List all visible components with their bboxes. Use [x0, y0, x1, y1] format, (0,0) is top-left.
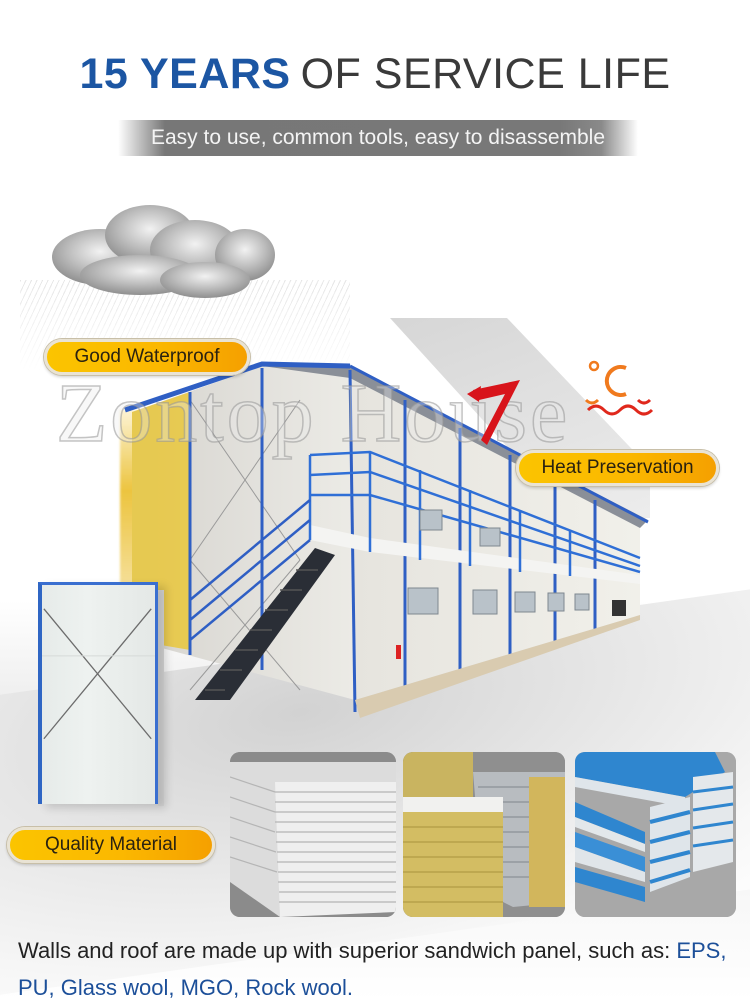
description-highlight-eps: EPS, [676, 938, 727, 963]
rockwool-panel-photo [403, 752, 565, 917]
red-arrow-icon [467, 380, 520, 445]
sandwich-panel-sample [38, 582, 158, 804]
feature-badge-waterproof: Good Waterproof [44, 339, 250, 375]
description-text: Walls and roof are made up with superior… [18, 938, 677, 963]
panel-cross-brace-icon [42, 608, 155, 740]
panel-edge [158, 590, 164, 806]
subtitle: Easy to use, common tools, easy to disas… [150, 126, 606, 149]
subtitle-bar [118, 120, 638, 156]
roof-panel-photo [575, 752, 736, 917]
description-highlight-materials: PU, Glass wool, MGO, Rock wool. [18, 975, 353, 1000]
feature-badge-heat-preservation: Heat Preservation [516, 450, 719, 486]
title-bold: 15 YEARS [79, 50, 291, 98]
material-description: Walls and roof are made up with superior… [18, 932, 743, 1000]
celsius-heat-icon [584, 360, 654, 416]
feature-badge-quality-material: Quality Material [7, 827, 215, 863]
watermark-text: Zontop House [55, 367, 571, 460]
eps-panel-photo [230, 752, 396, 917]
rain-cloud-icon [52, 205, 275, 298]
prefab-house-image [124, 361, 649, 718]
title-light: OF SERVICE LIFE [300, 50, 671, 98]
